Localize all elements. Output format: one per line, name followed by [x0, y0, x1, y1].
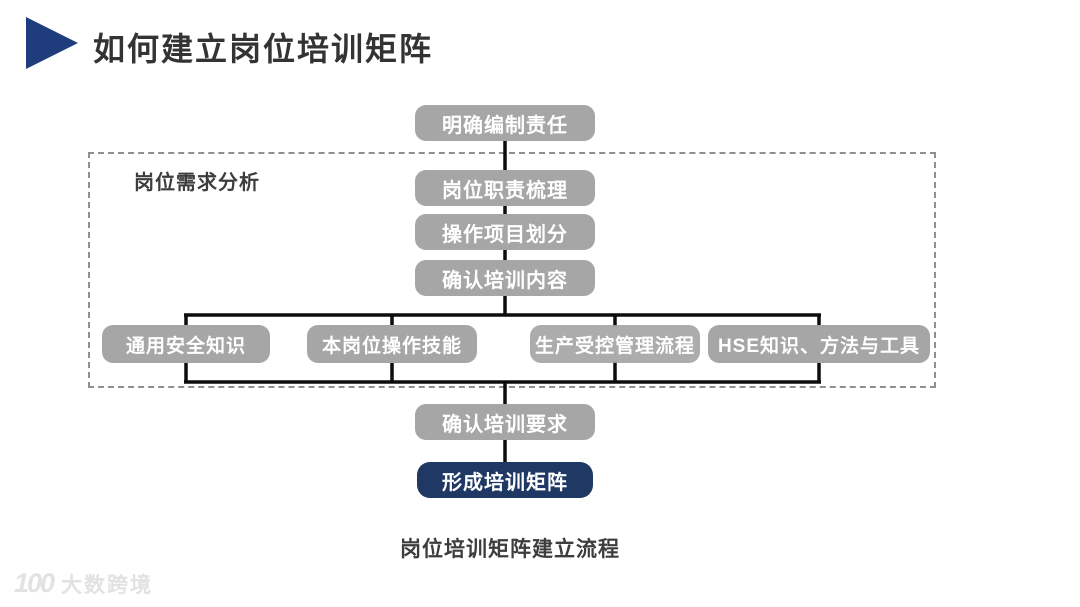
flow-node-sort-duties: 岗位职责梳理: [415, 170, 595, 206]
page-title: 如何建立岗位培训矩阵: [93, 31, 434, 67]
slide-header: 如何建立岗位培训矩阵: [0, 0, 1080, 80]
watermark-brand-text: 大数跨境: [61, 573, 154, 597]
requirement-analysis-group-border: [88, 152, 936, 388]
requirement-analysis-group-label: 岗位需求分析: [134, 172, 260, 194]
flow-node-confirm-training-content: 确认培训内容: [415, 260, 595, 296]
flow-node-hse-knowledge-methods-tools: HSE知识、方法与工具: [708, 325, 930, 363]
flow-node-define-responsibility: 明确编制责任: [415, 105, 595, 141]
diagram-caption: 岗位培训矩阵建立流程: [400, 538, 620, 561]
watermark-logo-icon: 100: [14, 568, 55, 598]
flow-node-confirm-training-requirements: 确认培训要求: [415, 404, 595, 440]
flow-node-form-training-matrix: 形成培训矩阵: [417, 462, 593, 498]
flow-node-divide-operations: 操作项目划分: [415, 214, 595, 250]
watermark: 100 大数跨境: [14, 568, 153, 599]
flow-node-post-operation-skills: 本岗位操作技能: [307, 325, 477, 363]
flow-node-general-safety-knowledge: 通用安全知识: [102, 325, 270, 363]
title-triangle-icon: [26, 17, 78, 69]
flow-node-production-control-process: 生产受控管理流程: [530, 325, 700, 363]
